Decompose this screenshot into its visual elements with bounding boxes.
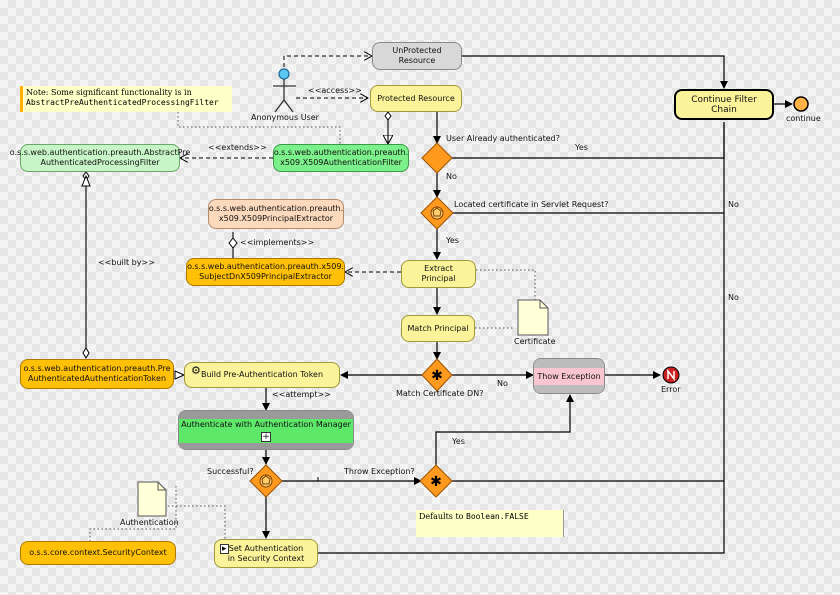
continue-end-node (793, 96, 809, 112)
authentication-label: Authentication (120, 518, 179, 527)
unprotected-line1: UnProtected (392, 46, 442, 55)
no-label-match: No (497, 379, 508, 388)
error-label: Error (661, 385, 681, 394)
yes-label-throw: Yes (452, 437, 465, 446)
authenticate-manager-action[interactable]: Authenticate with Authentication Manager… (178, 410, 354, 450)
gear-icon: ⚙ (191, 364, 201, 377)
match-principal-action[interactable]: Match Principal (401, 315, 475, 342)
throw-exception-header (534, 359, 604, 368)
actor-figure (273, 68, 296, 113)
error-end-node (662, 366, 680, 384)
certificate-document-icon (517, 299, 549, 336)
expand-icon[interactable]: + (261, 432, 271, 442)
build-token-action[interactable]: ⚙ Build Pre-Authentication Token (184, 362, 340, 388)
access-label: <<access>> (308, 86, 362, 95)
authenticate-manager-body: Authenticate with Authentication Manager… (179, 419, 353, 443)
decision-match: ✱ (421, 358, 453, 392)
continue-filter-chain-action[interactable]: Continue Filter Chain (674, 89, 774, 120)
no-label-located: No (728, 200, 739, 209)
yes-label-located: Yes (446, 236, 459, 245)
x509-extractor-line2: x509.X509PrincipalExtractor (218, 214, 334, 223)
authenticate-manager-label: Authenticate with Authentication Manager (181, 420, 351, 429)
x509-extractor-class[interactable]: o.s.s.web.authentication.preauth.x509.X5… (208, 199, 344, 229)
q-successful-label: Successful? (207, 467, 254, 476)
no-label-authenticated: No (446, 172, 457, 181)
decision-successful (249, 464, 283, 498)
decision-located (420, 196, 454, 230)
q-authenticated-label: User Already authenticated? (446, 134, 560, 143)
protected-resource-node[interactable]: Protected Resource (370, 85, 462, 112)
throw-exception-action[interactable]: Thow Exception (533, 358, 605, 394)
x509-extractor-line1: o.s.s.web.authentication.preauth. (208, 204, 344, 213)
built-by-label: <<built by>> (98, 258, 155, 267)
extends-label: <<extends>> (208, 143, 267, 152)
authenticate-manager-footer (179, 443, 353, 449)
extract-principal-action[interactable]: Extract Principal (401, 260, 476, 288)
token-class-line1: o.s.s.web.authentication.preauth.Pre (23, 364, 171, 373)
decision-throw: ✱ (419, 464, 453, 498)
x509-filter-line1: o.s.s.web.authentication.preauth. (273, 148, 409, 157)
security-context-class[interactable]: o.s.s.core.context.SecurityContext (20, 541, 176, 565)
q-match-label: Match Certificate DN? (396, 389, 484, 398)
set-auth-line1: Set Authentication (228, 543, 304, 553)
svg-text:✱: ✱ (430, 474, 442, 490)
token-class-line2: AuthenticatedAuthenticationToken (27, 374, 167, 383)
abstract-filter-line2: AuthenticatedProcessingFilter (40, 158, 160, 167)
abstract-filter-class[interactable]: o.s.s.web.authentication.preauth.Abstrac… (10, 144, 190, 172)
decision-authenticated (421, 142, 453, 174)
filter-note-line2: AbstractPreAuthenticatedProcessingFilter (26, 98, 219, 107)
build-token-label: Build Pre-Authentication Token (200, 370, 324, 379)
extract-principal-label: Extract Principal (421, 264, 456, 283)
authenticate-manager-header (179, 411, 353, 419)
authenticate-manager-frame: Authenticate with Authentication Manager… (179, 411, 353, 449)
attempt-label: <<attempt>> (272, 390, 331, 399)
yes-label-authenticated: Yes (575, 143, 588, 152)
filter-note-line1: Note: Some significant functionality is … (26, 88, 192, 97)
unprotected-line2: Resource (398, 56, 436, 65)
filter-note: Note: Some significant functionality is … (20, 86, 232, 112)
protected-resource-label: Protected Resource (377, 93, 455, 103)
throw-exception-body: Thow Exception (534, 368, 604, 385)
play-icon: ▸ (220, 544, 229, 554)
q-throw-label: Throw Exception? (344, 467, 415, 476)
certificate-label: Certificate (514, 337, 556, 346)
abstract-filter-line1: o.s.s.web.authentication.preauth.Abstrac… (9, 148, 191, 157)
security-context-label: o.s.s.core.context.SecurityContext (29, 548, 167, 557)
set-auth-line2: in Security Context (227, 553, 305, 563)
throw-exception-label: Thow Exception (537, 371, 601, 381)
continue-filter-chain-label: Continue Filter Chain (691, 94, 757, 115)
defaults-note-code: Boolean.FALSE (466, 512, 529, 521)
subject-extractor-class[interactable]: o.s.s.web.authentication.preauth.x509.Su… (186, 258, 345, 286)
throw-exception-footer (534, 385, 604, 393)
actor-label: Anonymous User (251, 113, 319, 122)
q-located-label: Located certificate in Servlet Request? (454, 200, 609, 209)
defaults-note: Defaults to Boolean.FALSE (416, 510, 564, 537)
continue-label: continue (786, 114, 821, 123)
throw-exception-frame: Thow Exception (534, 359, 604, 393)
match-principal-label: Match Principal (407, 323, 469, 333)
x509-filter-class[interactable]: o.s.s.web.authentication.preauth.x509.X5… (273, 144, 409, 172)
x509-filter-line2: x509.X509AuthenticationFilter (280, 158, 402, 167)
implements-label: <<implements>> (240, 238, 315, 247)
authentication-document-icon (137, 481, 167, 517)
no-label-right: No (728, 293, 739, 302)
subject-extractor-line1: o.s.s.web.authentication.preauth.x509. (187, 262, 344, 271)
defaults-note-text: Defaults to (419, 512, 467, 521)
subject-extractor-line2: SubjectDnX509PrincipalExtractor (199, 272, 332, 281)
svg-text:✱: ✱ (431, 368, 443, 384)
